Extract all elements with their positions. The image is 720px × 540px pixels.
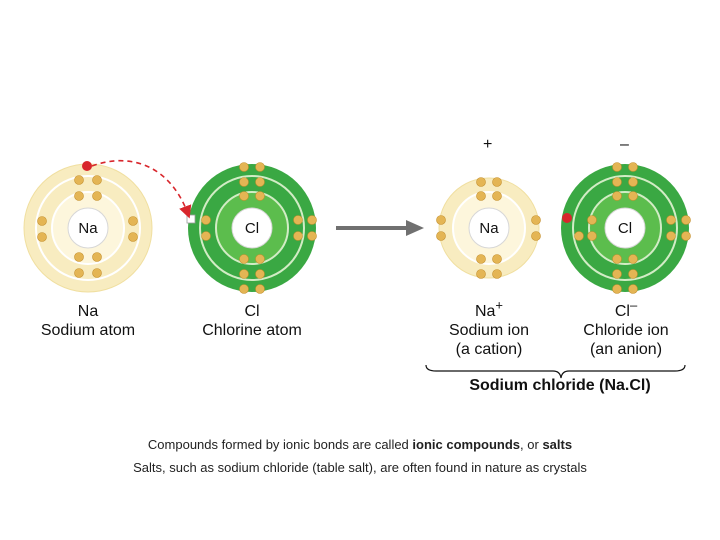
caption-line-1: Compounds formed by ionic bonds are call… xyxy=(0,437,720,452)
chloride-ion-symbol: Cl xyxy=(618,220,632,237)
sodium-ion-charge: + xyxy=(483,136,493,153)
chlorine-atom-label-symbol: Cl xyxy=(244,303,260,320)
electron-transfer xyxy=(82,159,192,219)
sodium-atom-label-symbol: Na xyxy=(77,303,99,320)
sodium-ion-label: Na+ Sodium ion (a cation) xyxy=(419,297,559,359)
sodium-ion-label-name: Sodium ion xyxy=(448,322,530,339)
chlorine-atom: Cl xyxy=(186,162,317,294)
caption-text: , or xyxy=(520,437,543,452)
chloride-ion-label-type: (an anion) xyxy=(589,341,663,358)
chlorine-atom-label: Cl Chlorine atom xyxy=(177,302,327,340)
caption-text: Compounds formed by ionic bonds are call… xyxy=(147,437,413,452)
brace xyxy=(425,364,686,379)
chlorine-atom-symbol: Cl xyxy=(245,220,259,237)
sodium-atom-symbol: Na xyxy=(78,220,98,237)
compound-label: Sodium chloride (Na.Cl) xyxy=(469,377,651,394)
caption-term-salts: salts xyxy=(542,437,573,452)
reaction-arrow xyxy=(336,220,424,236)
sodium-ion-symbol: Na xyxy=(479,220,499,237)
caption-line-2: Salts, such as sodium chloride (table sa… xyxy=(133,460,587,475)
chloride-ion-label-symbol: Cl– xyxy=(614,297,638,320)
chlorine-atom-label-name: Chlorine atom xyxy=(202,322,302,339)
sodium-atom-label-name: Sodium atom xyxy=(40,322,136,339)
sodium-atom-label: Na Sodium atom xyxy=(18,302,158,340)
sodium-atom: Na xyxy=(23,163,153,293)
caption-term-ionic-compounds: ionic compounds xyxy=(412,437,521,452)
sodium-ion-label-type: (a cation) xyxy=(455,341,523,358)
chloride-ion-charge: – xyxy=(620,136,629,153)
chloride-ion: Cl xyxy=(561,162,691,294)
chloride-ion-label: Cl– Chloride ion (an anion) xyxy=(556,297,696,359)
sodium-ion-label-symbol: Na+ xyxy=(474,297,504,320)
sodium-ion: Na xyxy=(436,177,541,279)
chloride-ion-label-name: Chloride ion xyxy=(583,322,669,339)
